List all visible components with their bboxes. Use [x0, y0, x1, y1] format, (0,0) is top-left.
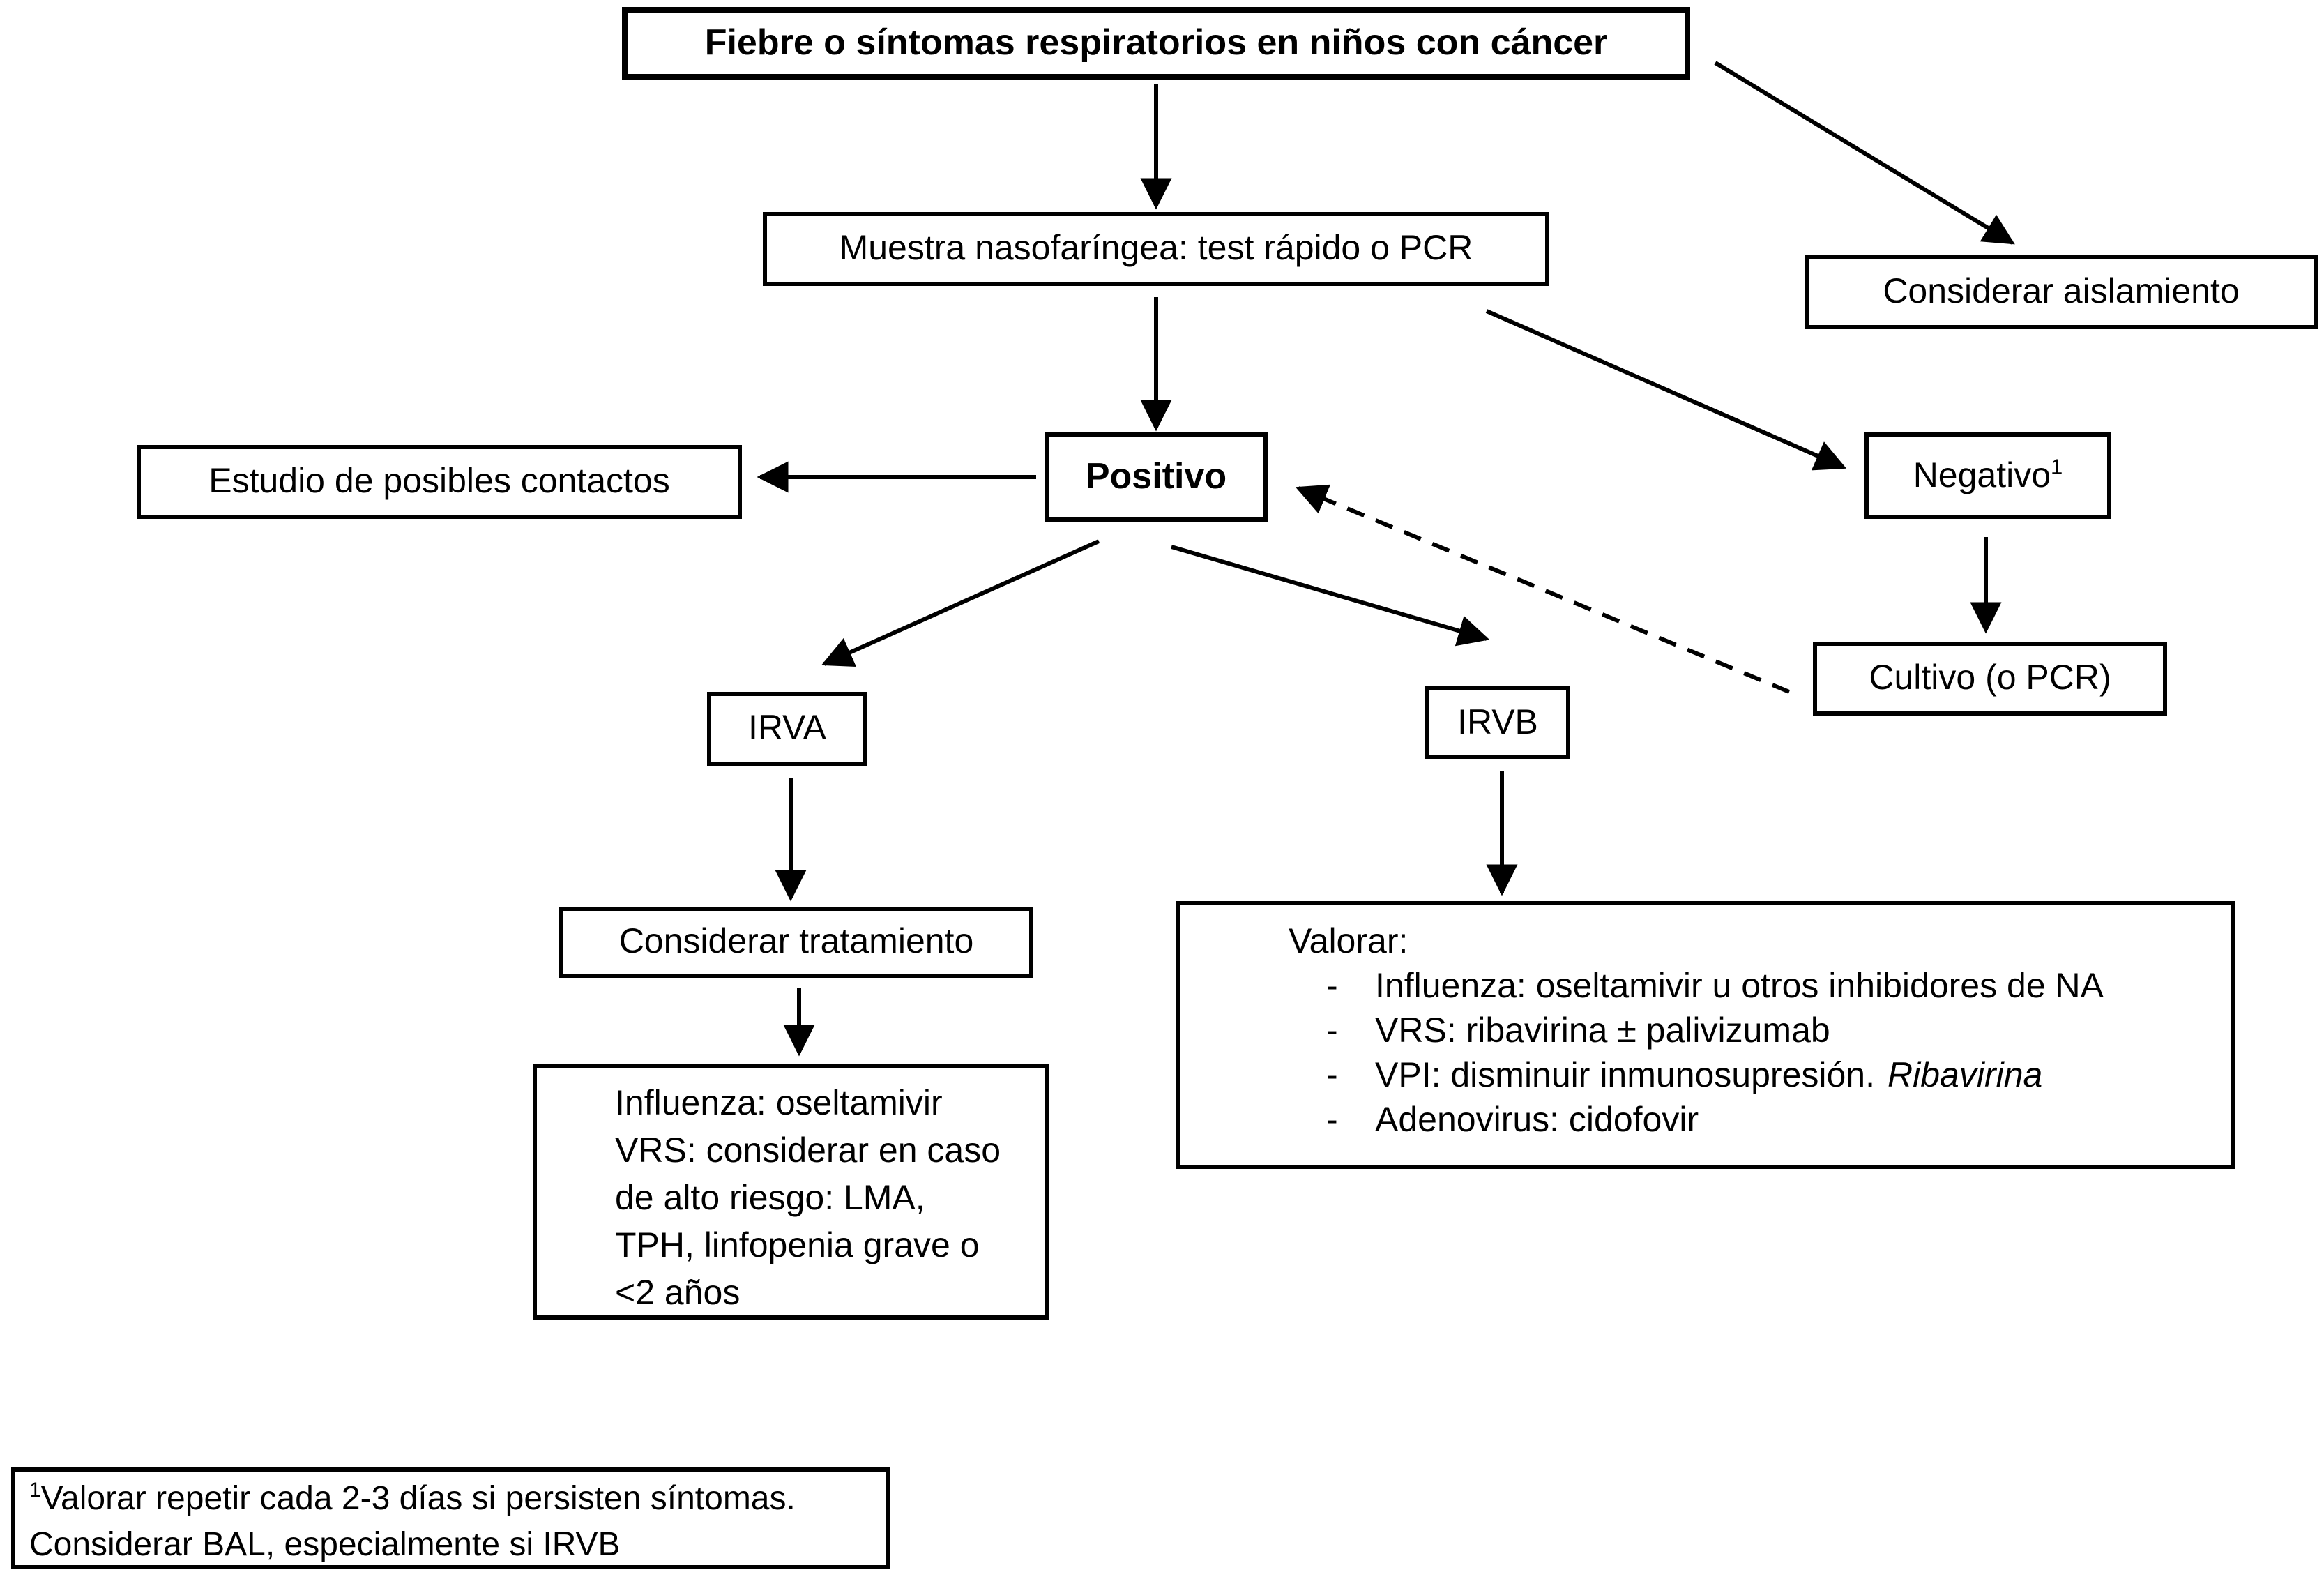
valorar-item-italic: Ribavirina	[1888, 1056, 2043, 1095]
valorar-item-text: Adenovirus: cidofovir	[1375, 1101, 1699, 1140]
valorar-item: - Adenovirus: cidofovir	[1180, 1098, 2223, 1142]
node-valorar: Valorar: - Influenza: oseltamivir u otro…	[1176, 901, 2235, 1169]
valorar-title: Valorar:	[1289, 922, 1408, 961]
valorar-item: - Influenza: oseltamivir u otros inhibid…	[1180, 964, 2223, 1008]
node-irvb: IRVB	[1425, 686, 1570, 759]
node-tratamiento-detalle: Influenza: oseltamivir VRS: considerar e…	[533, 1064, 1049, 1320]
negativo-footnote-marker: 1	[2051, 455, 2063, 479]
arrow-positivo-to-irva	[821, 539, 1100, 667]
footnote-line-2: Considerar BAL, especialmente si IRVB	[29, 1526, 621, 1564]
arrow-cultivo-to-positivo-dashed	[1295, 484, 1791, 694]
node-fiebre-sintomas: Fiebre o síntomas respiratorios en niños…	[622, 7, 1690, 80]
node-fiebre-label: Fiebre o síntomas respiratorios en niños…	[704, 21, 1608, 63]
tratamiento-detalle-line: <2 años	[615, 1274, 741, 1313]
valorar-item-text: Influenza: oseltamivir u otros inhibidor…	[1375, 967, 2104, 1006]
tratamiento-detalle-line: TPH, linfopenia grave o	[615, 1226, 980, 1265]
node-irva: IRVA	[707, 692, 867, 766]
node-negativo-label: Negativo1	[1913, 455, 2063, 495]
arrow-positivo-to-irvb	[1171, 545, 1490, 647]
bullet: -	[1326, 1011, 1338, 1050]
tratamiento-detalle-line: VRS: considerar en caso	[615, 1131, 1001, 1170]
node-muestra-label: Muestra nasofaríngea: test rápido o PCR	[839, 229, 1473, 269]
node-irva-label: IRVA	[747, 709, 827, 748]
valorar-item: - VPI: disminuir inmunosupresión. Ribavi…	[1180, 1053, 2223, 1098]
node-contactos-label: Estudio de posibles contactos	[208, 462, 670, 501]
tratamiento-detalle-line: Influenza: oseltamivir	[615, 1084, 943, 1123]
node-estudio-contactos: Estudio de posibles contactos	[137, 445, 742, 519]
valorar-item: - VRS: ribavirina ± palivizumab	[1180, 1008, 2223, 1053]
node-cultivo-pcr: Cultivo (o PCR)	[1813, 642, 2167, 716]
footnote-marker: 1	[29, 1480, 41, 1502]
footnote-line-1: 1Valorar repetir cada 2-3 días si persis…	[29, 1480, 796, 1518]
node-aislamiento-label: Considerar aislamiento	[1883, 272, 2240, 312]
tratamiento-detalle-line: de alto riesgo: LMA,	[615, 1179, 925, 1218]
node-considerar-tratamiento: Considerar tratamiento	[559, 907, 1033, 978]
valorar-item-text: VPI: disminuir inmunosupresión.	[1375, 1056, 1875, 1095]
bullet: -	[1326, 1101, 1338, 1140]
node-tratamiento-label: Considerar tratamiento	[618, 922, 974, 962]
node-positivo: Positivo	[1045, 432, 1268, 522]
node-considerar-aislamiento: Considerar aislamiento	[1805, 255, 2318, 329]
valorar-item-text: VRS: ribavirina ± palivizumab	[1375, 1011, 1830, 1050]
bullet: -	[1326, 967, 1338, 1006]
arrow-fiebre-to-aislamiento	[1714, 61, 2015, 245]
node-irvb-label: IRVB	[1457, 702, 1538, 742]
node-muestra-nasofaringea: Muestra nasofaríngea: test rápido o PCR	[763, 212, 1549, 286]
arrow-muestra-to-negativo	[1485, 309, 1847, 471]
node-cultivo-label: Cultivo (o PCR)	[1869, 658, 2111, 698]
footnote-box: 1Valorar repetir cada 2-3 días si persis…	[11, 1467, 890, 1569]
node-negativo: Negativo1	[1864, 432, 2111, 519]
bullet: -	[1326, 1056, 1338, 1095]
node-positivo-label: Positivo	[1085, 455, 1227, 497]
